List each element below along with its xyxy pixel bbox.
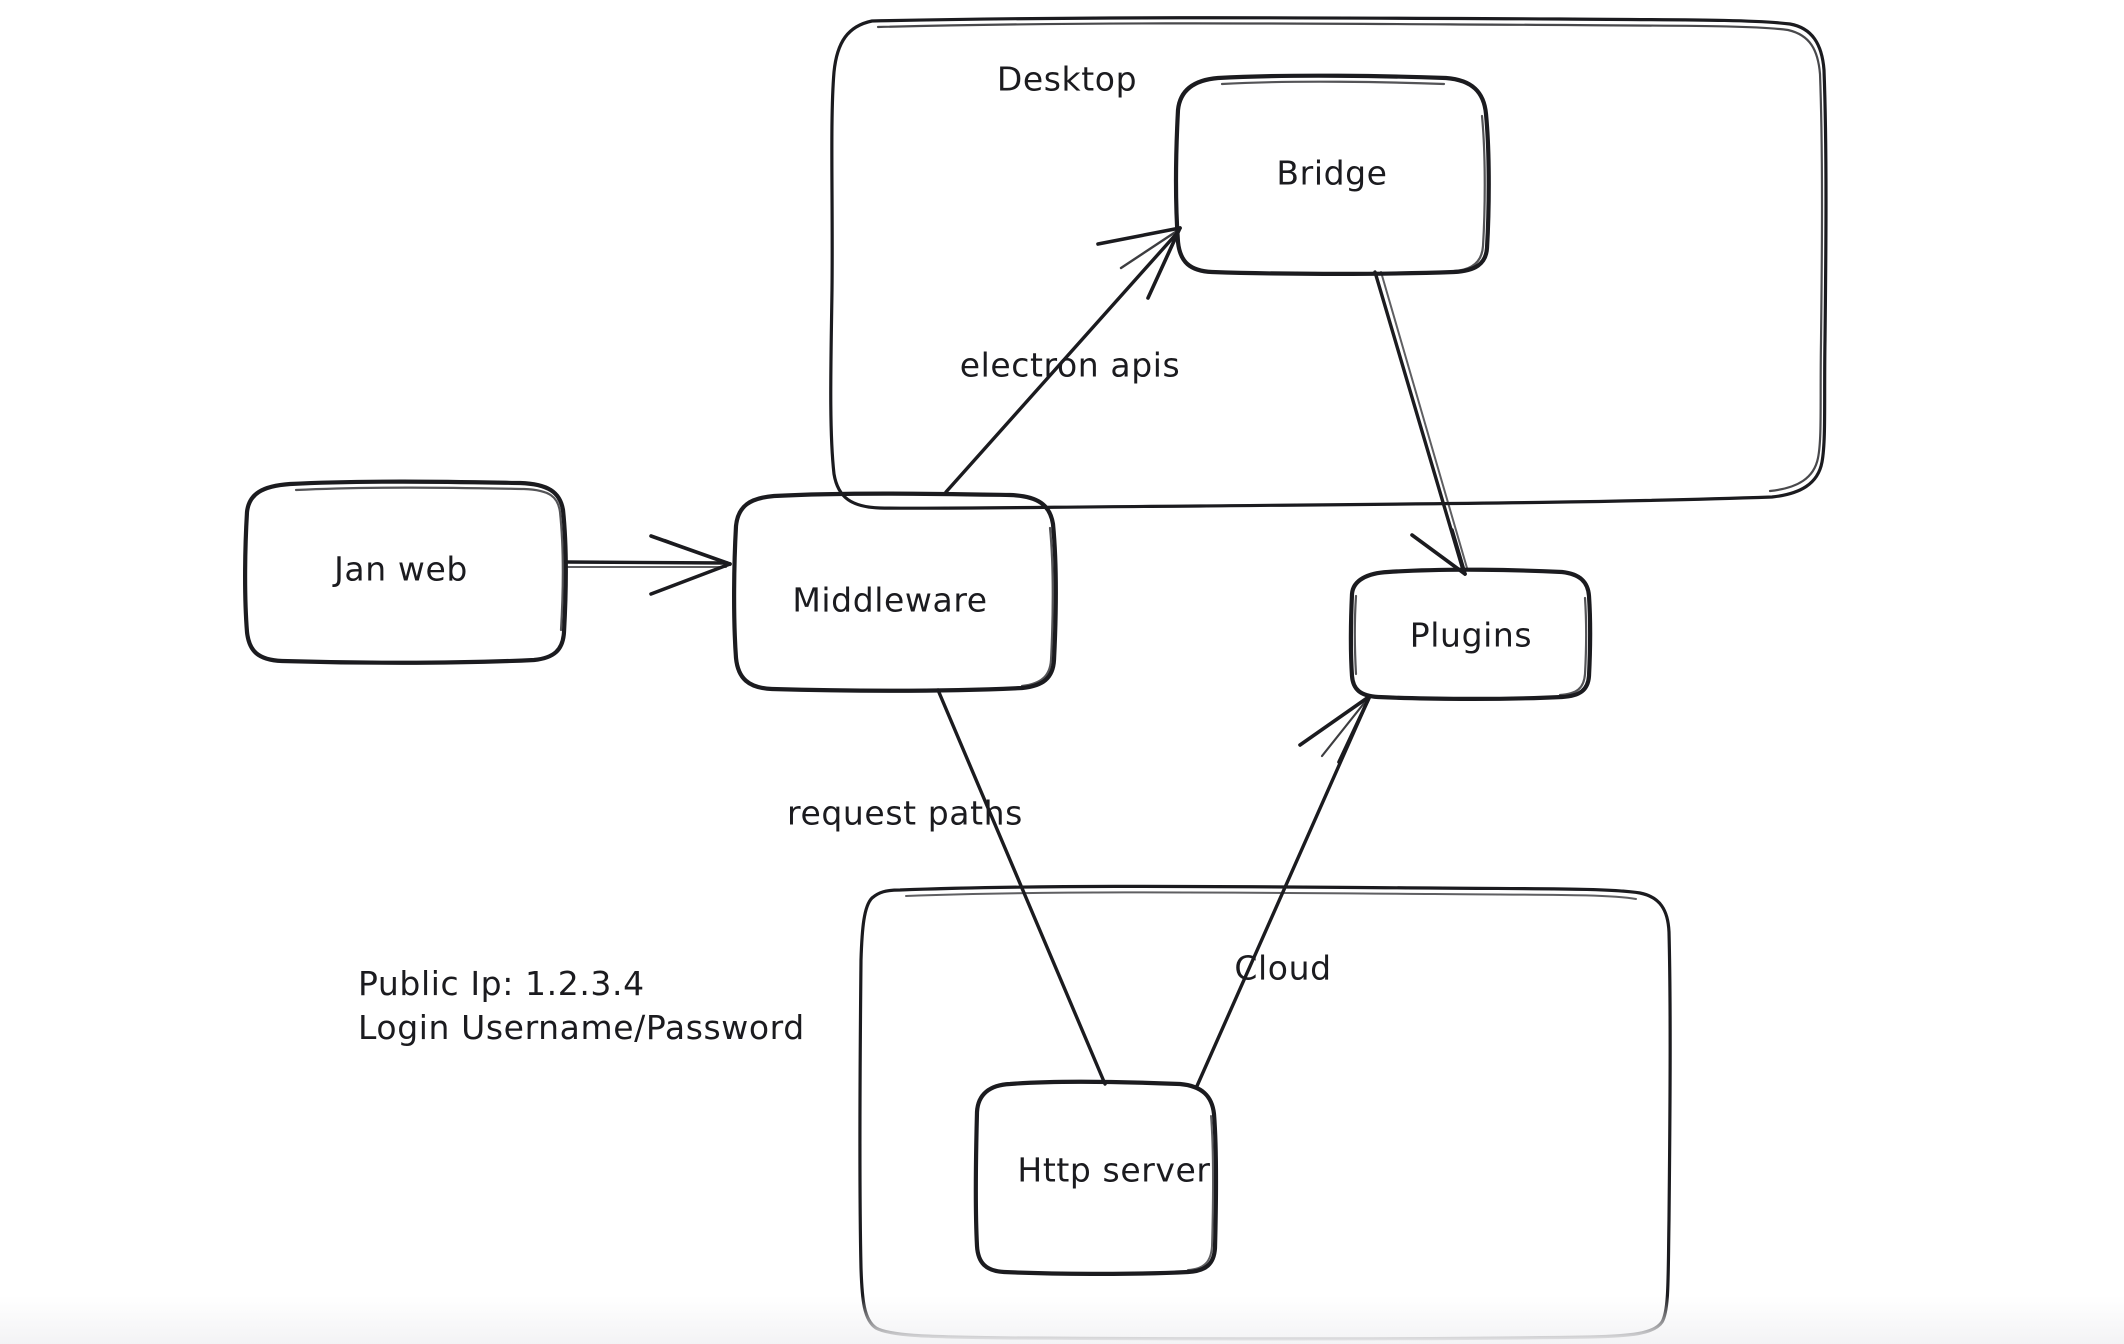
note-line-login: Login Username/Password bbox=[358, 1007, 805, 1047]
edge-bridge-to-plugins[interactable] bbox=[1373, 270, 1468, 576]
connection-note: Public Ip: 1.2.3.4 Login Username/Passwo… bbox=[358, 962, 805, 1049]
node-bridge-outline[interactable] bbox=[1174, 73, 1491, 276]
node-label-plugins: Plugins bbox=[1409, 615, 1533, 655]
edge-janweb-to-middleware[interactable] bbox=[564, 534, 732, 596]
node-label-http-server: Http server bbox=[1017, 1150, 1211, 1190]
edge-middleware-to-httpserver[interactable] bbox=[936, 688, 1107, 1086]
edge-label-cloud: Cloud bbox=[1234, 948, 1332, 988]
node-label-jan-web: Jan web bbox=[334, 549, 468, 589]
edge-middleware-to-bridge[interactable] bbox=[944, 226, 1182, 494]
node-middleware-outline[interactable] bbox=[732, 491, 1058, 693]
edge-label-electron-apis: electron apis bbox=[959, 345, 1181, 385]
node-plugins-outline[interactable] bbox=[1348, 567, 1593, 701]
node-label-middleware: Middleware bbox=[792, 580, 988, 620]
edge-label-request-paths: request paths bbox=[787, 793, 1023, 833]
group-label-desktop: Desktop bbox=[996, 59, 1138, 99]
node-label-bridge: Bridge bbox=[1276, 153, 1388, 193]
node-http-server-outline[interactable] bbox=[973, 1079, 1219, 1276]
group-desktop-outline[interactable] bbox=[829, 16, 1828, 510]
note-line-public-ip: Public Ip: 1.2.3.4 bbox=[358, 964, 645, 1003]
node-jan-web-outline[interactable] bbox=[243, 479, 568, 665]
edge-httpserver-to-plugins[interactable] bbox=[1195, 694, 1372, 1088]
